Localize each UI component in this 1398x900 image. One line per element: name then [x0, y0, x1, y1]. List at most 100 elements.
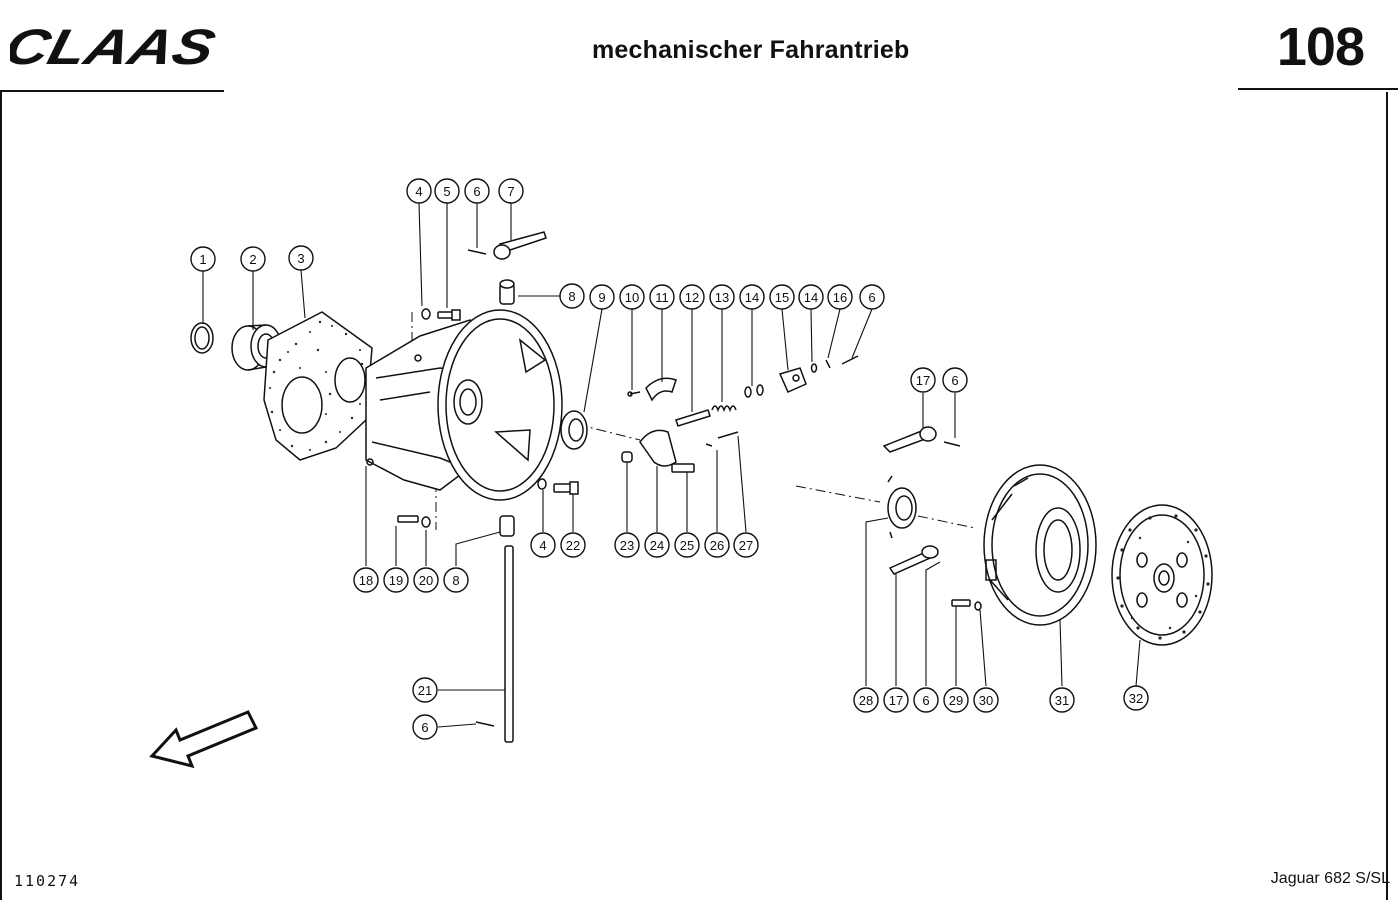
- callout-circle: [412, 677, 438, 703]
- callout-label: 26: [710, 538, 724, 553]
- callout-31: 31: [1049, 687, 1075, 713]
- callout-14: 14: [739, 284, 765, 310]
- callout-circle: [240, 246, 266, 272]
- callout-circle: [704, 532, 730, 558]
- part-bolt-29: [951, 599, 971, 607]
- callout-5: 5: [434, 178, 460, 204]
- direction-arrow-icon: [149, 710, 259, 769]
- callout-30: 30: [973, 687, 999, 713]
- callout-circle: [733, 532, 759, 558]
- part-lever-arm-top: [493, 231, 547, 260]
- callout-circle: [644, 532, 670, 558]
- callout-label: 23: [620, 538, 634, 553]
- callout-label: 18: [359, 573, 373, 588]
- callout-29: 29: [943, 687, 969, 713]
- callout-label: 6: [868, 290, 875, 305]
- callout-circle: [649, 284, 675, 310]
- callout-label: 6: [922, 693, 929, 708]
- frame-border-left: [0, 92, 2, 900]
- callout-label: 31: [1055, 693, 1069, 708]
- callout-circle: [1049, 687, 1075, 713]
- part-release-fork-upper: [882, 426, 937, 453]
- callout-27: 27: [733, 532, 759, 558]
- callout-circle: [943, 687, 969, 713]
- part-pin-top: [467, 249, 487, 255]
- callout-26: 26: [704, 532, 730, 558]
- callout-circle: [443, 567, 469, 593]
- page-number: 108: [1276, 17, 1365, 77]
- callout-23: 23: [614, 532, 640, 558]
- part-pin-16: [825, 359, 831, 369]
- callout-11: 11: [649, 284, 675, 310]
- claas-logo: CLAAS: [10, 22, 221, 72]
- callout-16: 16: [827, 284, 853, 310]
- callout-label: 15: [775, 290, 789, 305]
- callout-circle: [406, 178, 432, 204]
- callout-label: 12: [685, 290, 699, 305]
- part-bushing-small: [621, 451, 633, 463]
- part-spring: [711, 405, 737, 413]
- page-title: mechanischer Fahrantrieb: [592, 36, 910, 64]
- callout-4: 4: [530, 532, 556, 558]
- part-bolt-25: [671, 463, 695, 473]
- part-long-bolt: [675, 409, 711, 427]
- callout-circle: [769, 284, 795, 310]
- callout-circle: [353, 567, 379, 593]
- callout-1: 1: [190, 246, 216, 272]
- part-release-bearing: [887, 475, 917, 539]
- callout-label: 24: [650, 538, 664, 553]
- callout-label: 25: [680, 538, 694, 553]
- callout-28: 28: [853, 687, 879, 713]
- callout-circle: [973, 687, 999, 713]
- callout-label: 19: [389, 573, 403, 588]
- callout-label: 2: [249, 252, 256, 267]
- callout-label: 7: [507, 184, 514, 199]
- part-washer-bottom: [537, 478, 547, 490]
- part-washer-20: [421, 516, 431, 528]
- part-small-screw: [627, 391, 641, 397]
- callout-circle: [674, 532, 700, 558]
- callout-label: 27: [739, 538, 753, 553]
- part-pressure-plate: [983, 464, 1097, 626]
- callout-label: 30: [979, 693, 993, 708]
- part-bolt-19: [397, 515, 419, 523]
- callout-circle: [413, 567, 439, 593]
- part-pin-26: [705, 443, 713, 447]
- callout-circle: [827, 284, 853, 310]
- part-bushing-bottom: [499, 515, 515, 537]
- callout-circle: [859, 284, 885, 310]
- part-release-fork-lower: [888, 545, 939, 575]
- callout-label: 5: [443, 184, 450, 199]
- callout-circle: [798, 284, 824, 310]
- callout-circle: [412, 714, 438, 740]
- callout-label: 22: [566, 538, 580, 553]
- callout-circle: [883, 687, 909, 713]
- callout-label: 29: [949, 693, 963, 708]
- header-rule-left: [0, 90, 224, 92]
- callout-3: 3: [288, 245, 314, 271]
- callout-label: 6: [473, 184, 480, 199]
- part-adjuster-block: [778, 367, 807, 393]
- callout-15: 15: [769, 284, 795, 310]
- callout-12: 12: [679, 284, 705, 310]
- part-clutch-housing: [365, 309, 563, 501]
- callout-13: 13: [709, 284, 735, 310]
- callout-20: 20: [413, 567, 439, 593]
- callout-circle: [619, 284, 645, 310]
- callout-circle: [530, 532, 556, 558]
- callout-8: 8: [559, 283, 585, 309]
- callout-10: 10: [619, 284, 645, 310]
- callout-label: 6: [421, 720, 428, 735]
- callout-label: 14: [745, 290, 759, 305]
- part-seal-ring: [560, 410, 588, 450]
- callout-label: 8: [568, 289, 575, 304]
- callout-label: 1: [199, 252, 206, 267]
- callout-32: 32: [1123, 685, 1149, 711]
- callout-circle: [560, 532, 586, 558]
- callout-circle: [589, 284, 615, 310]
- callout-6: 6: [942, 367, 968, 393]
- part-washer-pair: [744, 363, 818, 398]
- callout-label: 4: [539, 538, 546, 553]
